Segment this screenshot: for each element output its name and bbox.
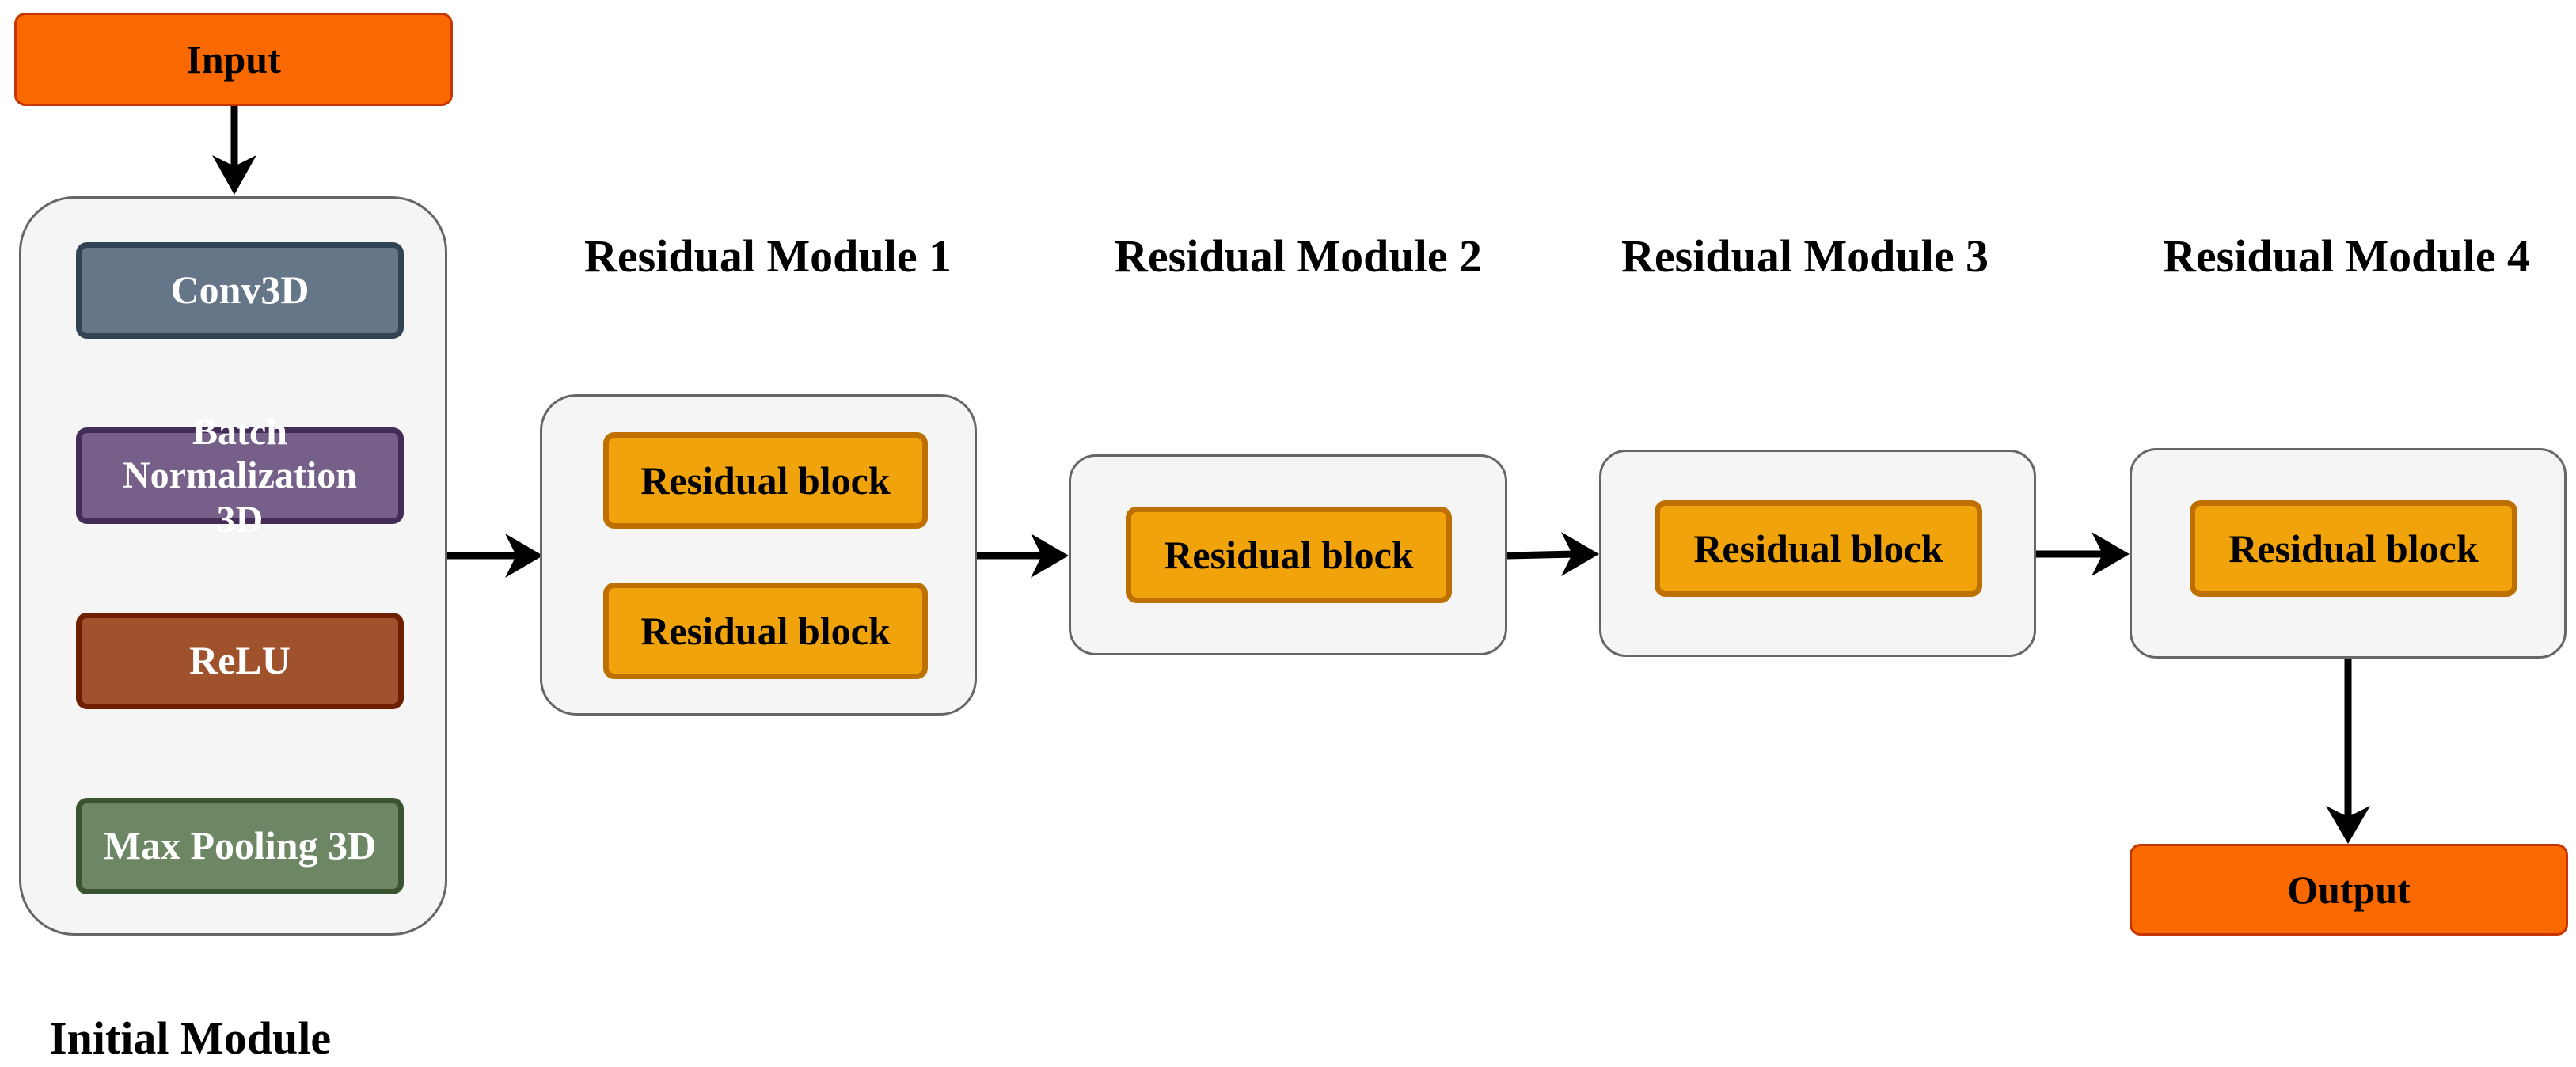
arrowhead — [1031, 534, 1069, 578]
residual-module-3-title: Residual Module 3 — [1621, 230, 1989, 282]
residual-block: Residual block — [603, 432, 928, 529]
residual-block: Residual block — [2190, 500, 2517, 597]
arrowhead — [212, 155, 256, 195]
relu-layer: ReLU — [76, 613, 404, 709]
arrowhead — [2326, 806, 2370, 844]
residual-module-2-title: Residual Module 2 — [1115, 230, 1483, 282]
output-label: Output — [2287, 868, 2411, 912]
conv3d-layer: Conv3D — [76, 242, 404, 339]
batchnorm3d-layer: Batch Normalization 3D — [76, 411, 404, 541]
residual-block: Residual block — [1655, 500, 1982, 597]
input-node: Input — [14, 13, 453, 106]
output-node: Output — [2130, 844, 2568, 936]
residual-block: Residual block — [1126, 507, 1452, 603]
arrowhead — [1561, 532, 1599, 576]
residual-module-4-title: Residual Module 4 — [2163, 230, 2531, 282]
input-label: Input — [186, 37, 281, 82]
arrowhead — [505, 534, 543, 578]
initial-module-title: Initial Module — [49, 1012, 332, 1064]
maxpool3d-layer: Max Pooling 3D — [76, 798, 404, 894]
residual-module-1-title: Residual Module 1 — [584, 230, 952, 282]
arrow-module2-to-module3 — [1506, 550, 1576, 560]
arrowhead — [2092, 532, 2130, 576]
residual-block: Residual block — [603, 583, 928, 679]
